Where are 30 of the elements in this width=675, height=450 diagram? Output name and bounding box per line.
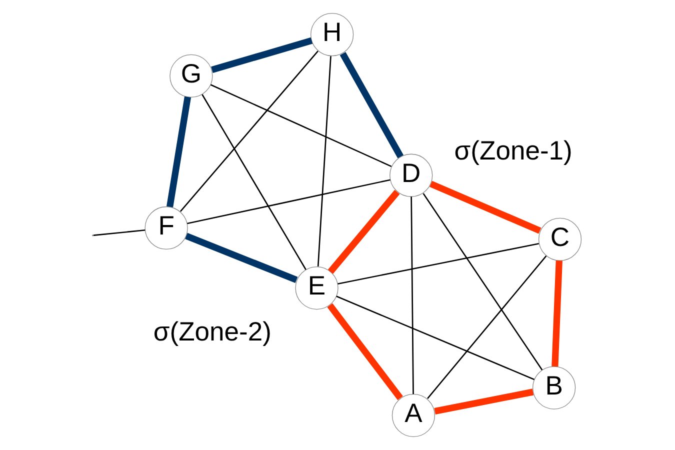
connector <box>210 84 392 168</box>
node-circle: H <box>310 13 354 56</box>
node-circle: C <box>538 218 582 261</box>
connector <box>429 180 541 234</box>
node-circle: F <box>144 206 188 250</box>
node-circle: A <box>391 394 435 437</box>
connector <box>92 229 145 236</box>
connector <box>166 96 191 208</box>
connector <box>426 256 546 399</box>
connector <box>184 232 298 284</box>
connector <box>336 296 534 380</box>
connector <box>210 37 312 74</box>
connector <box>339 52 404 158</box>
connector <box>422 193 542 370</box>
node-circle: E <box>294 266 338 310</box>
node-circle: G <box>169 54 212 98</box>
connector <box>410 196 414 394</box>
node-circle: D <box>389 154 432 197</box>
connector <box>201 94 306 270</box>
connector <box>434 388 534 414</box>
connector <box>551 260 562 367</box>
connector <box>316 56 331 266</box>
node-circle: B <box>532 366 576 410</box>
label: σ(Zone-2) <box>152 316 271 347</box>
label: σ(Zone-1) <box>454 136 572 166</box>
connector <box>179 50 318 212</box>
connector <box>327 190 400 274</box>
connector <box>337 242 538 285</box>
connector <box>326 303 402 400</box>
connector <box>186 179 390 224</box>
